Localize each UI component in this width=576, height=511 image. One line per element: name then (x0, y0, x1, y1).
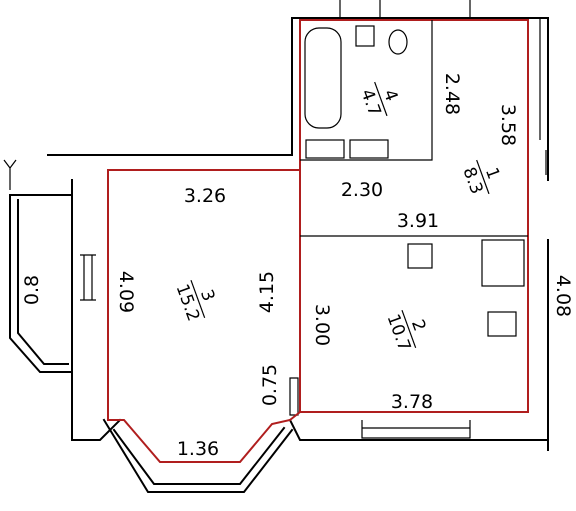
stove-icon (481, 239, 525, 287)
dimension-label: 0.75 (259, 364, 281, 406)
room-area: 8.3 (458, 165, 486, 197)
dimension-label: 3.26 (184, 185, 226, 207)
kitchen-sink-icon (407, 243, 433, 269)
dimension-label: 3.78 (391, 391, 433, 413)
apartment-outline (107, 19, 529, 463)
walls (3, 0, 549, 493)
dimension-label: 4.09 (115, 271, 137, 313)
sink-icon (355, 25, 375, 47)
dimension-label: 0.8 (21, 275, 43, 305)
bathtub-icon (304, 27, 342, 129)
radiator-icon (349, 139, 389, 159)
radiator-icon (305, 139, 345, 159)
room-area: 15.2 (172, 282, 204, 324)
room-label: 4 4.7 (356, 81, 401, 119)
dimension-label: 4.15 (256, 271, 278, 313)
dimension-label: 3.91 (397, 210, 439, 232)
dimension-label: 2.30 (341, 179, 383, 201)
toilet-icon (388, 29, 408, 55)
dimension-label: 3.58 (497, 104, 519, 146)
dimension-labels: 0.8 3.26 4.09 4.15 0.75 1.36 2.30 2.48 3… (21, 73, 574, 460)
fixtures (304, 25, 525, 337)
dimension-label: 4.08 (552, 275, 574, 317)
room-label: 2 10.7 (383, 309, 429, 354)
room-area: 4.7 (356, 87, 384, 119)
room-labels: 3 15.2 4 4.7 1 8.3 2 10.7 (172, 81, 503, 354)
room-label: 3 15.2 (172, 279, 218, 324)
room-area: 10.7 (383, 312, 415, 354)
cooktop-icon (487, 311, 517, 337)
dimension-label: 2.48 (441, 73, 463, 115)
room-label: 1 8.3 (458, 159, 503, 197)
dimension-label: 1.36 (177, 438, 219, 460)
dimension-label: 3.00 (311, 304, 333, 346)
